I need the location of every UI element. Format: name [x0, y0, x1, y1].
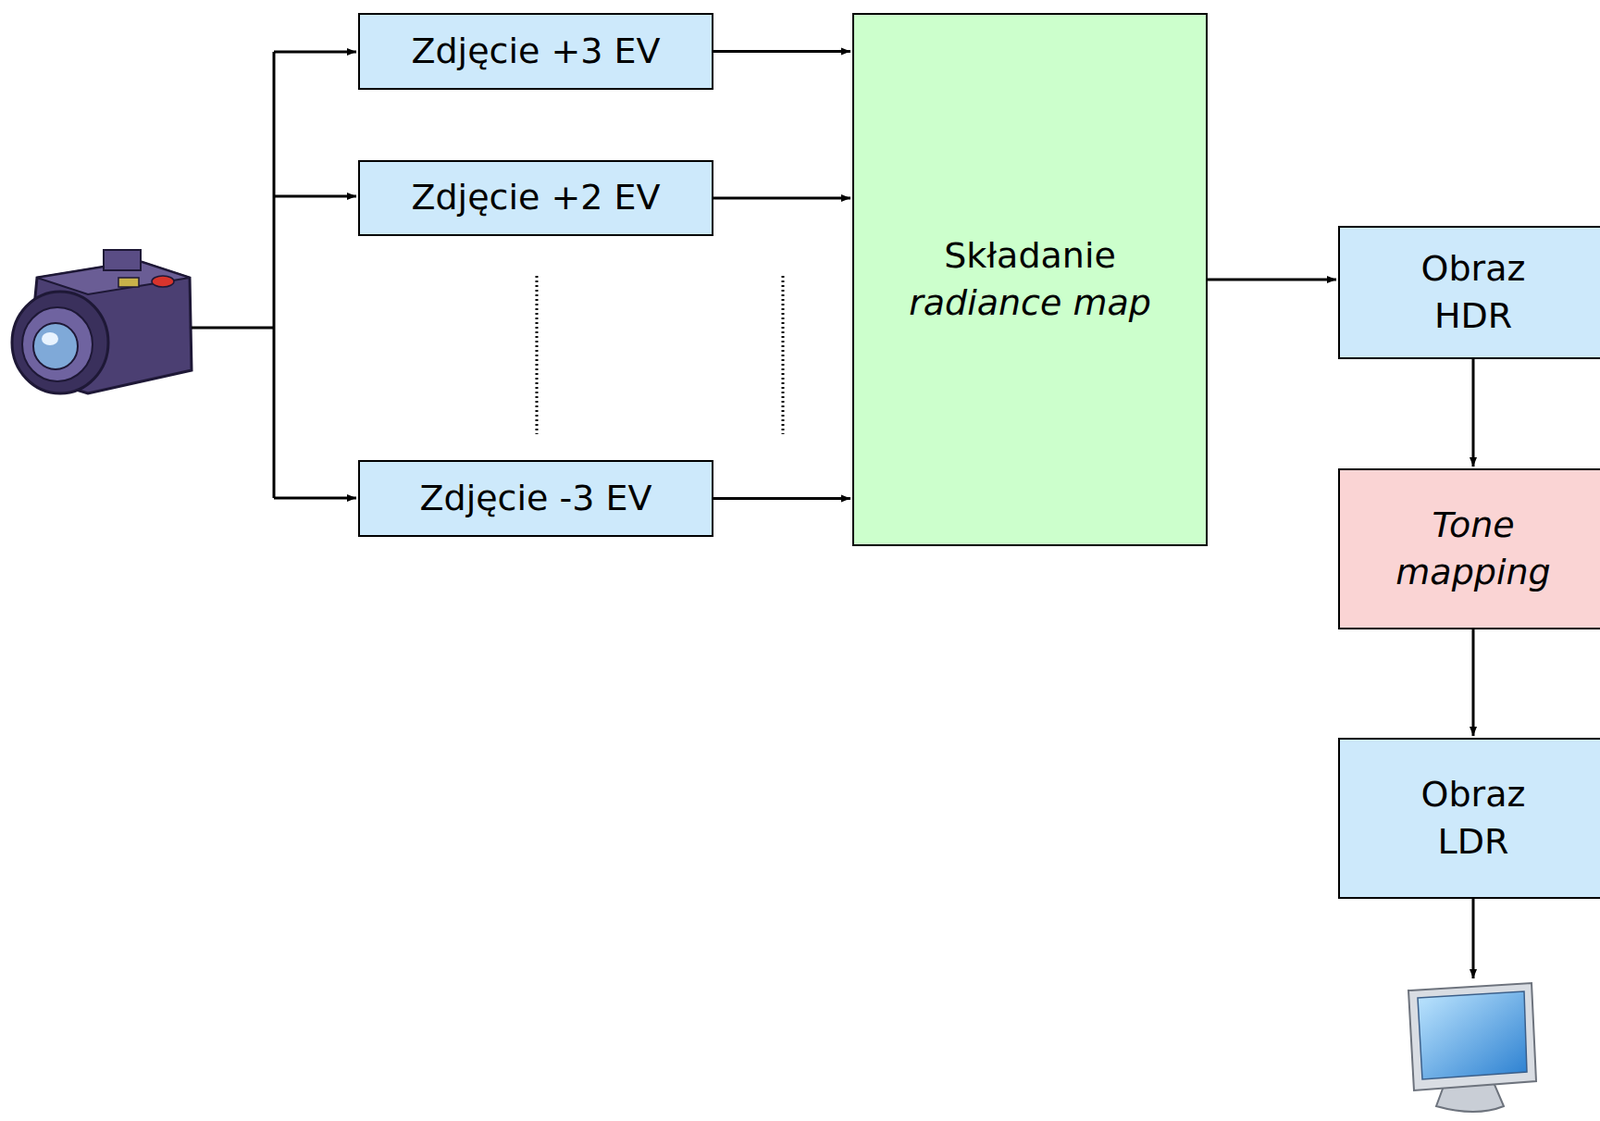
arrow-connector — [1472, 629, 1476, 736]
arrow-connector — [713, 49, 851, 53]
arrow-connector — [1207, 278, 1337, 282]
process-box: Składanieradiance map — [852, 12, 1208, 546]
process-box: Obraz HDR — [1338, 225, 1600, 360]
box-label: Obraz HDR — [1399, 245, 1548, 341]
arrow-connector — [713, 197, 851, 200]
process-box: Zdjęcie +3 EV — [358, 12, 714, 90]
arrow-connector — [713, 496, 851, 500]
arrow-connector — [1472, 359, 1476, 467]
box-label: Zdjęcie -3 EV — [420, 474, 653, 522]
box-label: Zdjęcie +3 EV — [410, 27, 660, 75]
ellipsis-line — [536, 275, 783, 435]
box-label: Składanie — [943, 232, 1117, 280]
box-label: Zdjęcie +2 EV — [410, 173, 660, 222]
wire — [191, 51, 357, 498]
camera-icon — [12, 249, 192, 394]
process-box: Tone mapping — [1338, 468, 1600, 630]
monitor-icon — [1408, 982, 1537, 1112]
process-box: Zdjęcie -3 EV — [358, 459, 714, 537]
box-label: Obraz LDR — [1399, 770, 1548, 867]
box-label: radiance map — [908, 279, 1152, 327]
process-box: Obraz LDR — [1338, 737, 1600, 899]
process-box: Zdjęcie +2 EV — [358, 160, 714, 236]
box-label: Tone mapping — [1380, 501, 1566, 597]
wire — [1472, 898, 1476, 979]
